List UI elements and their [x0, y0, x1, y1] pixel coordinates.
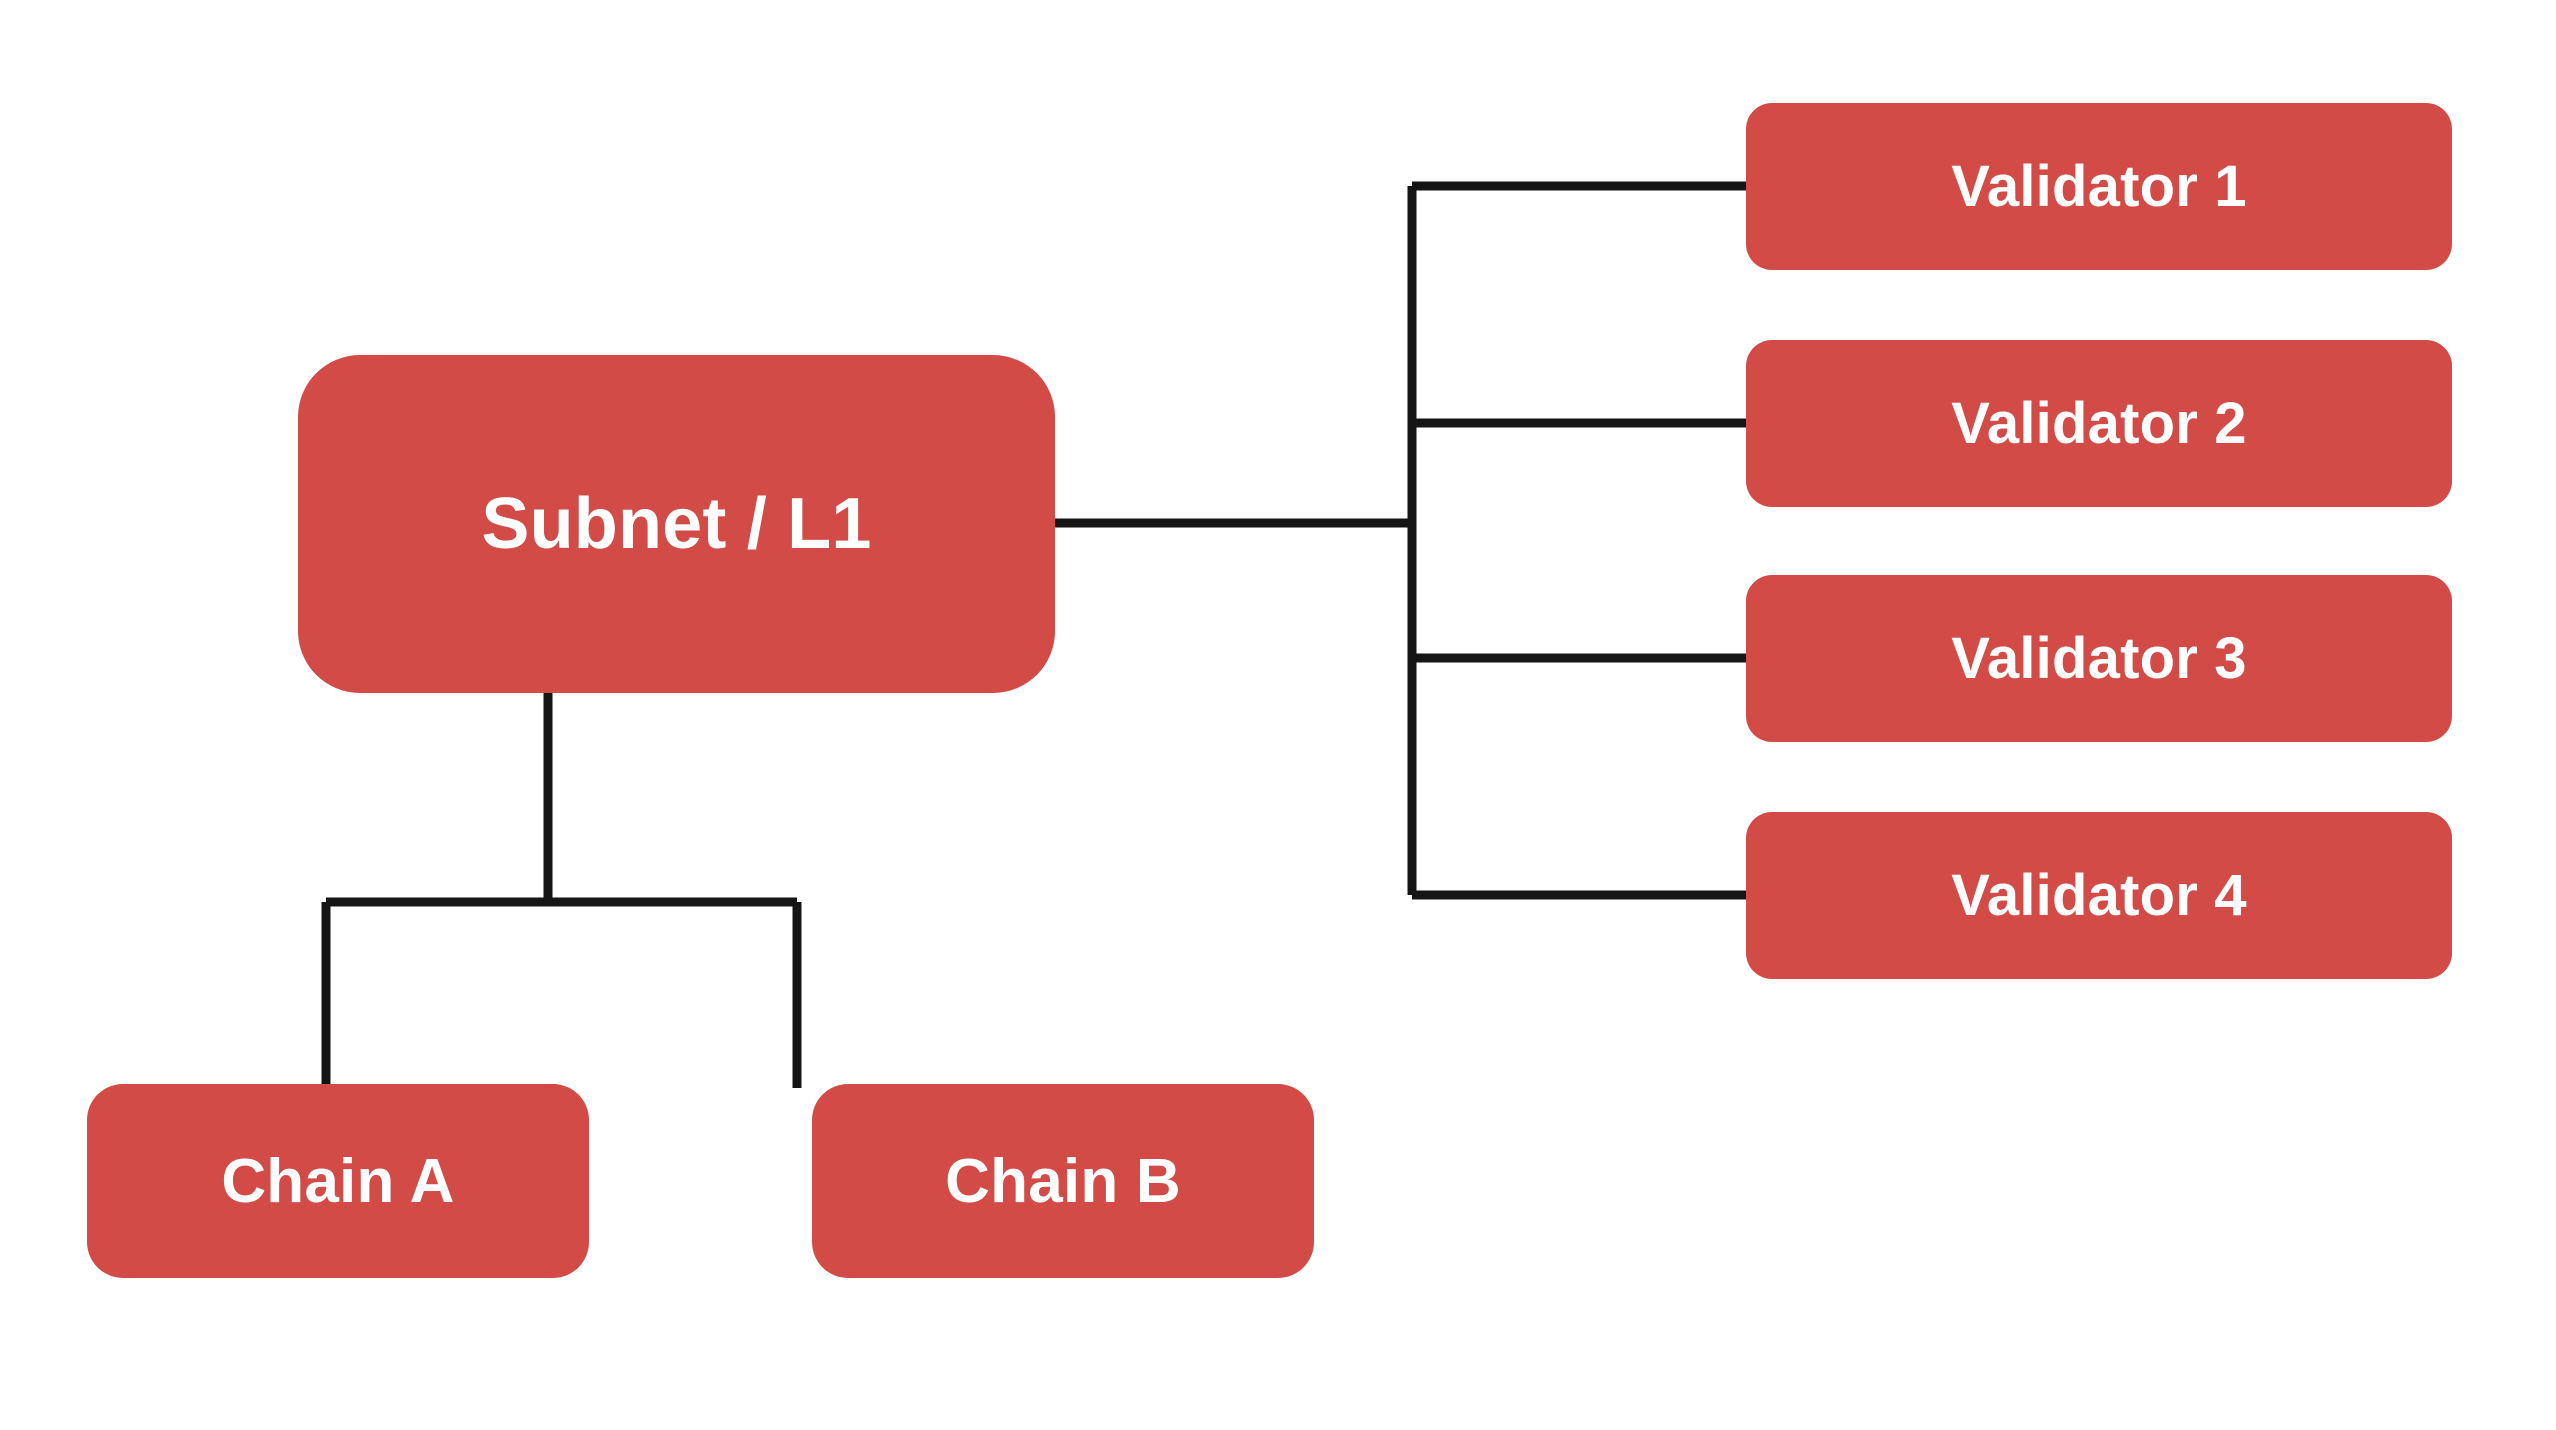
- node-chain-a[interactable]: Chain A: [87, 1084, 589, 1278]
- node-validator-3[interactable]: Validator 3: [1746, 575, 2452, 742]
- node-validator-2-label: Validator 2: [1951, 391, 2247, 456]
- node-chain-a-label: Chain A: [221, 1146, 455, 1216]
- node-validator-4-label: Validator 4: [1951, 863, 2247, 928]
- node-validator-1-label: Validator 1: [1951, 154, 2247, 219]
- node-subnet-l1-label: Subnet / L1: [481, 484, 872, 564]
- node-chain-b-label: Chain B: [945, 1146, 1181, 1216]
- node-subnet-l1[interactable]: Subnet / L1: [298, 355, 1055, 693]
- node-chain-b[interactable]: Chain B: [812, 1084, 1314, 1278]
- node-validator-4[interactable]: Validator 4: [1746, 812, 2452, 979]
- node-validator-3-label: Validator 3: [1951, 626, 2247, 691]
- node-validator-1[interactable]: Validator 1: [1746, 103, 2452, 270]
- node-validator-2[interactable]: Validator 2: [1746, 340, 2452, 507]
